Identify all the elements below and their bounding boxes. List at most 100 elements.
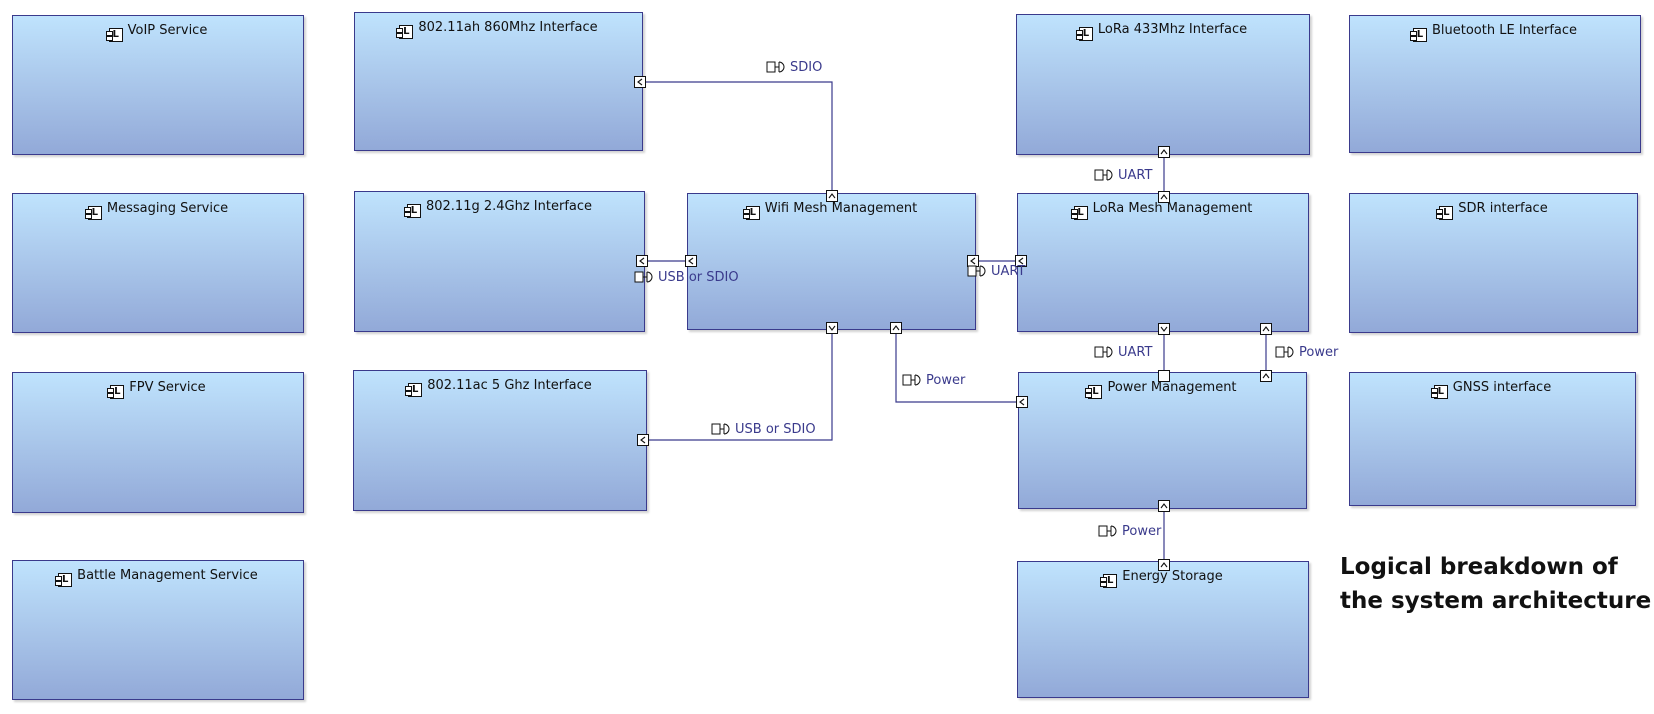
port: [1260, 323, 1272, 335]
port: [890, 322, 902, 334]
library-component-icon: L: [396, 25, 414, 39]
connector-label-text: USB or SDIO: [658, 270, 739, 285]
component-label: FPV Service: [129, 380, 206, 395]
library-component-icon: L: [1430, 385, 1448, 399]
connector-label-text: Power: [1299, 345, 1339, 360]
wire-usb-sdio-5: [649, 328, 833, 441]
component-battle-management-service[interactable]: L Battle Management Service: [12, 560, 304, 700]
diagram-title-line-1: Logical breakdown of: [1340, 554, 1618, 580]
component-label: Battle Management Service: [77, 568, 258, 583]
library-component-icon: L: [742, 206, 760, 220]
connector-label-text: UART: [1118, 345, 1153, 360]
component-label: 802.11g 2.4Ghz Interface: [425, 199, 593, 214]
component-messaging-service[interactable]: L Messaging Service: [12, 193, 304, 333]
connector-label-power-energy: Power: [1098, 524, 1161, 539]
port: [1016, 396, 1028, 408]
provided-interface-icon: [902, 374, 921, 386]
component-label: 802.11ah 860Mhz Interface: [418, 20, 598, 35]
provided-interface-icon: [766, 61, 785, 73]
component-label: Bluetooth LE Interface: [1431, 23, 1578, 38]
port: [637, 434, 649, 446]
connector-label-text: UART: [1118, 168, 1153, 183]
port: [1158, 191, 1170, 203]
library-component-icon: L: [55, 573, 73, 587]
port: [685, 255, 697, 267]
component-title: L 802.11ah 860Mhz Interface: [355, 20, 642, 39]
connector-label-text: Power: [1122, 524, 1162, 539]
component-energy-storage[interactable]: L Energy Storage: [1017, 561, 1309, 698]
component-wifi-5ghz-interface[interactable]: L 802.11ac 5 Ghz Interface: [353, 370, 647, 511]
port: [1158, 370, 1170, 382]
component-title: L Wifi Mesh Management: [688, 201, 975, 220]
component-title: L Bluetooth LE Interface: [1350, 23, 1640, 42]
port: [1158, 500, 1170, 512]
component-label: 802.11ac 5 Ghz Interface: [427, 378, 592, 393]
library-component-icon: L: [84, 206, 102, 220]
component-label: Wifi Mesh Management: [764, 201, 918, 216]
port: [1158, 323, 1170, 335]
provided-interface-icon: [1094, 346, 1113, 358]
connector-label-power-wifi: Power: [902, 373, 965, 388]
component-label: Messaging Service: [106, 201, 229, 216]
component-title: L 802.11g 2.4Ghz Interface: [355, 199, 644, 218]
component-title: L Messaging Service: [13, 201, 303, 220]
component-voip-service[interactable]: L VoIP Service: [12, 15, 304, 155]
library-component-icon: L: [107, 385, 125, 399]
component-wifi-860mhz-interface[interactable]: L 802.11ah 860Mhz Interface: [354, 12, 643, 151]
provided-interface-icon: [634, 271, 653, 283]
connector-label-usb-sdio-24: USB or SDIO: [634, 270, 739, 285]
component-label: Energy Storage: [1122, 569, 1223, 584]
library-component-icon: L: [403, 204, 421, 218]
library-component-icon: L: [1070, 206, 1088, 220]
diagram-title: Logical breakdown of the system architec…: [1340, 550, 1651, 618]
component-title: L GNSS interface: [1350, 380, 1635, 399]
library-component-icon: L: [1409, 28, 1427, 42]
wire-power-wifi: [895, 328, 1022, 403]
component-label: GNSS interface: [1452, 380, 1552, 395]
connector-label-text: UART: [991, 264, 1026, 279]
connector-label-text: SDIO: [790, 60, 823, 75]
provided-interface-icon: [1275, 346, 1294, 358]
component-title: L FPV Service: [13, 380, 303, 399]
library-component-icon: L: [1085, 385, 1103, 399]
library-component-icon: L: [1100, 574, 1118, 588]
connector-label-text: Power: [926, 373, 966, 388]
component-power-management[interactable]: L Power Management: [1018, 372, 1307, 509]
provided-interface-icon: [1098, 525, 1117, 537]
connector-label-uart-power: UART: [1094, 345, 1152, 360]
component-gnss-interface[interactable]: L GNSS interface: [1349, 372, 1636, 506]
connector-label-uart-mesh: UART: [967, 264, 1025, 279]
component-wifi-2-4ghz-interface[interactable]: L 802.11g 2.4Ghz Interface: [354, 191, 645, 332]
wire-sdio: [645, 81, 833, 196]
component-label: VoIP Service: [127, 23, 208, 38]
connector-label-uart-lora433: UART: [1094, 168, 1152, 183]
library-component-icon: L: [405, 383, 423, 397]
library-component-icon: L: [105, 28, 123, 42]
port: [634, 76, 646, 88]
component-title: L Battle Management Service: [13, 568, 303, 587]
component-title: L Power Management: [1019, 380, 1306, 399]
library-component-icon: L: [1436, 206, 1454, 220]
component-fpv-service[interactable]: L FPV Service: [12, 372, 304, 513]
diagram-title-line-2: the system architecture: [1340, 588, 1652, 614]
port: [1158, 146, 1170, 158]
component-bluetooth-le-interface[interactable]: L Bluetooth LE Interface: [1349, 15, 1641, 153]
port: [826, 190, 838, 202]
provided-interface-icon: [1094, 169, 1113, 181]
provided-interface-icon: [967, 265, 986, 277]
component-title: L Energy Storage: [1018, 569, 1308, 588]
port: [1015, 255, 1027, 267]
component-title: L 802.11ac 5 Ghz Interface: [354, 378, 646, 397]
component-label: Power Management: [1107, 380, 1237, 395]
port: [1158, 559, 1170, 571]
component-wifi-mesh-management[interactable]: L Wifi Mesh Management: [687, 193, 976, 330]
connector-label-text: USB or SDIO: [735, 422, 816, 437]
connector-label-usb-sdio-5: USB or SDIO: [711, 422, 816, 437]
